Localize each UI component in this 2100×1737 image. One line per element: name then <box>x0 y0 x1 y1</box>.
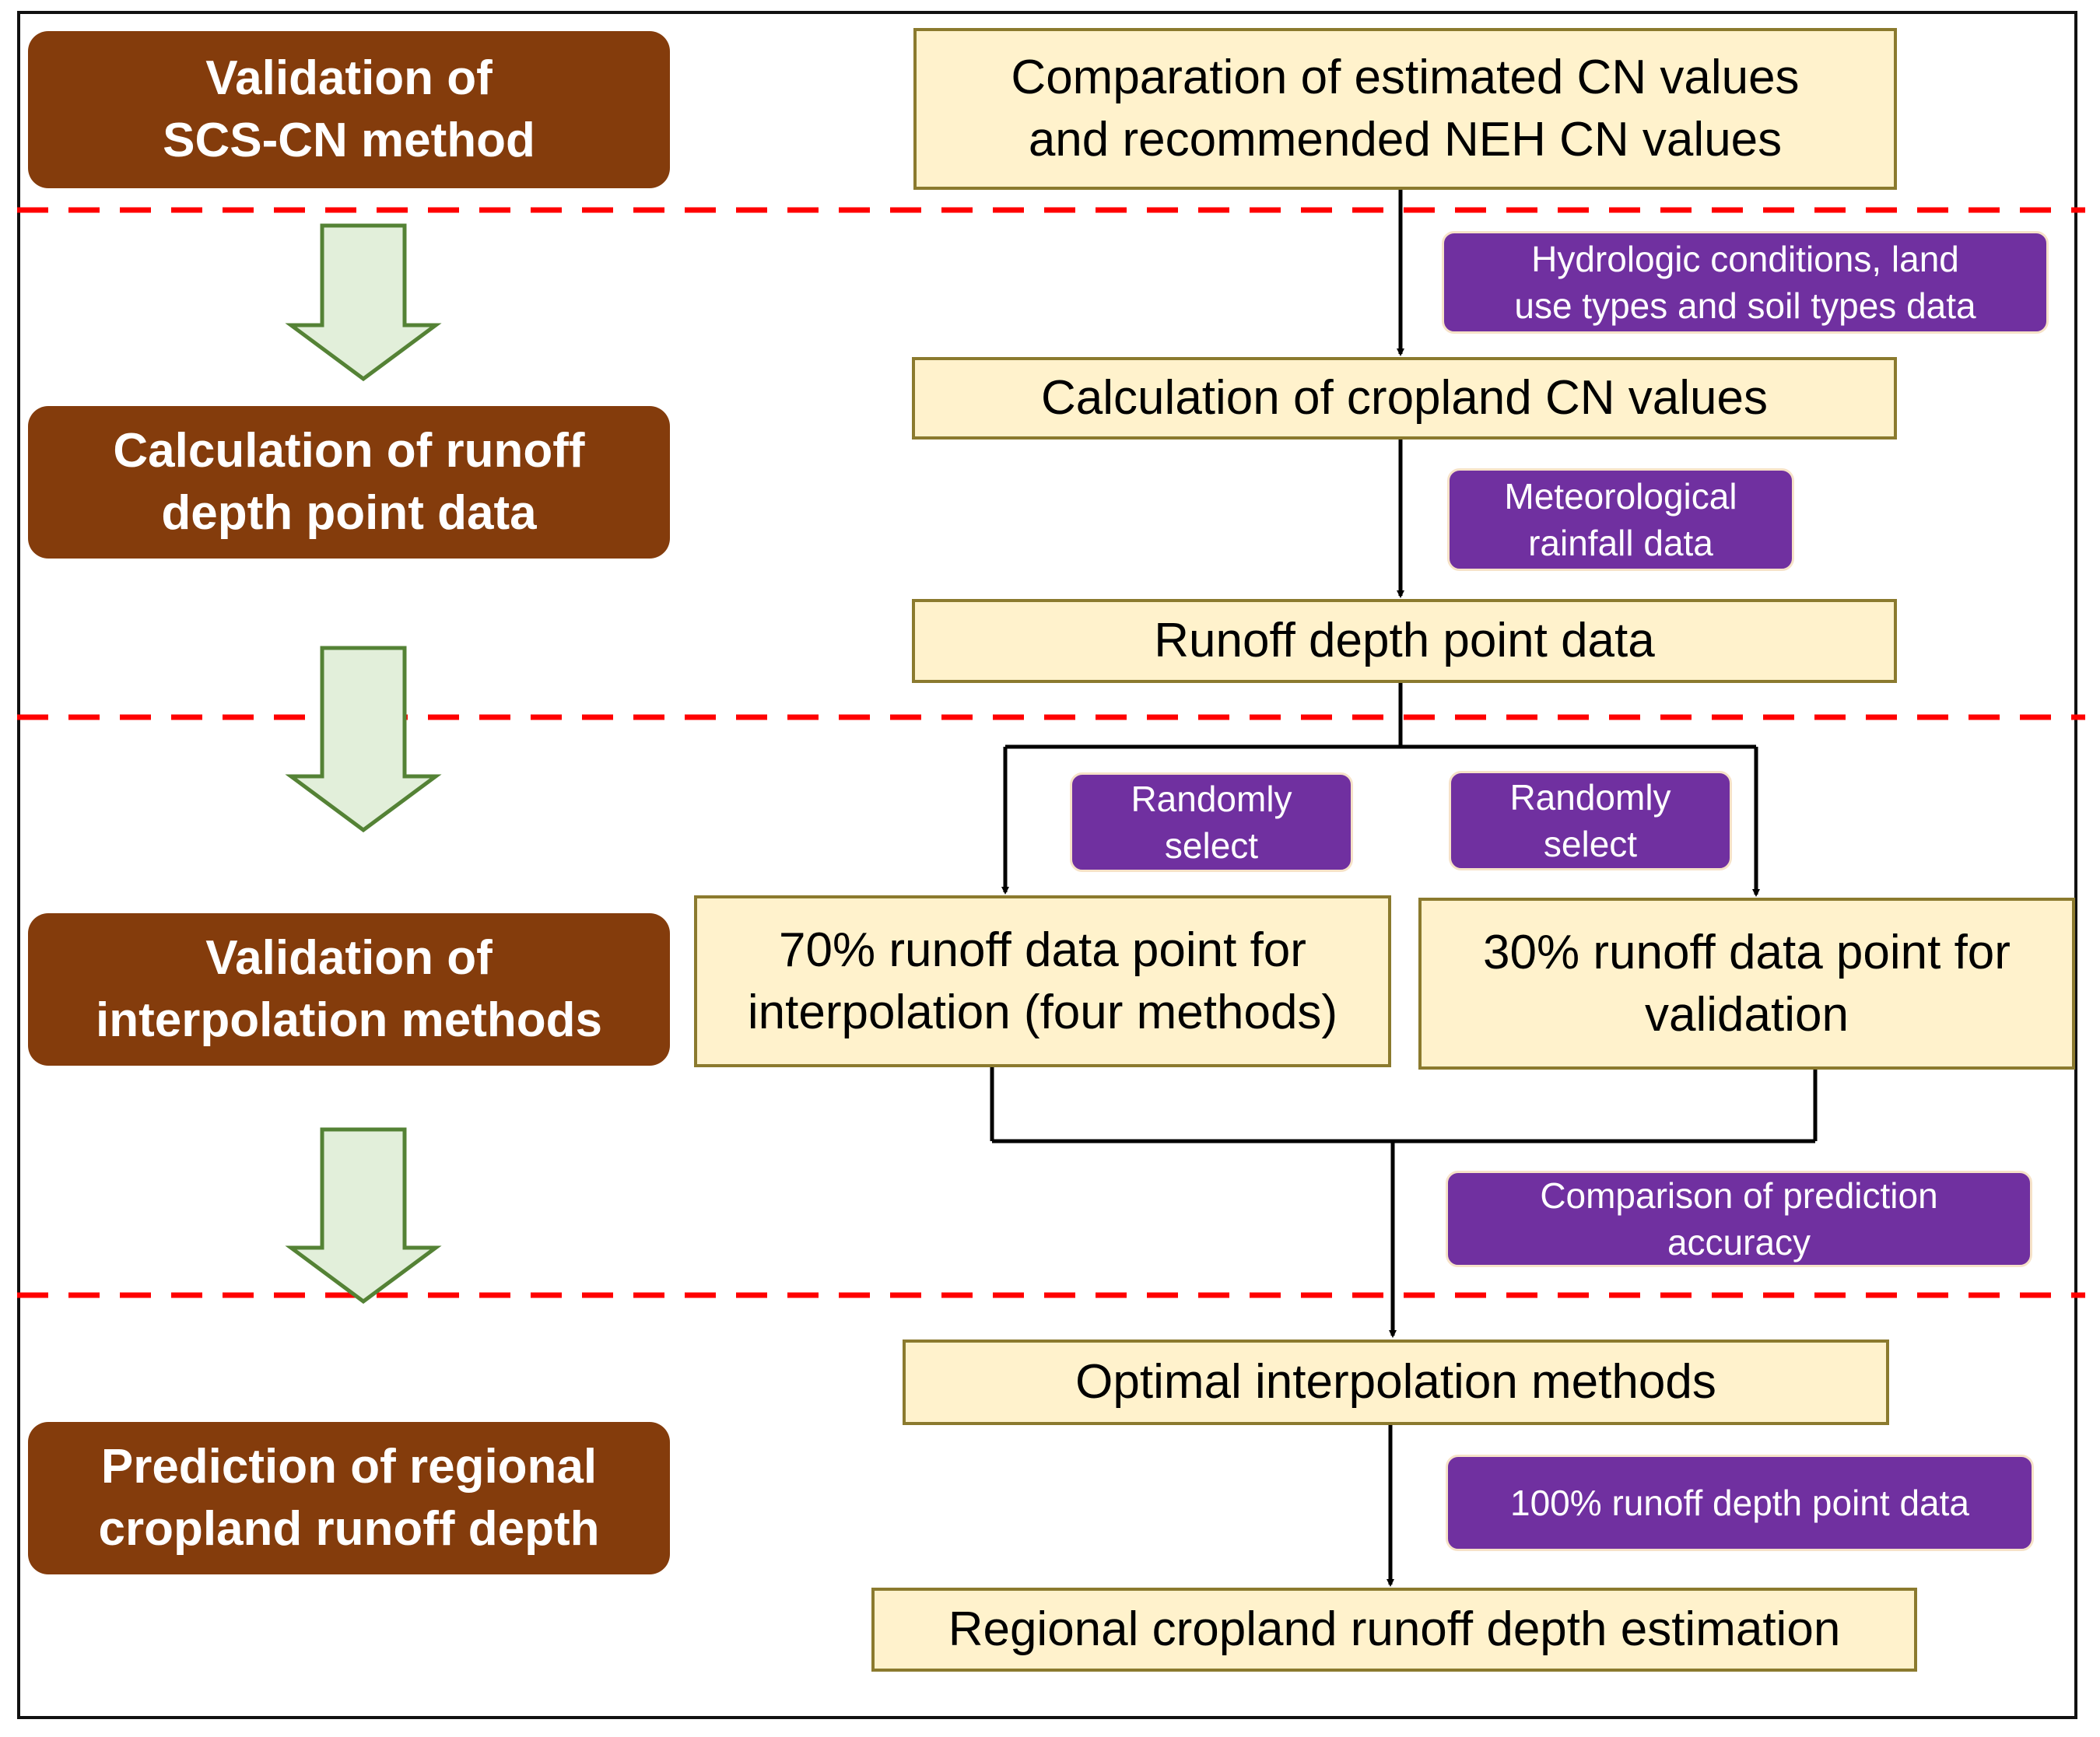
stage-label-line: cropland runoff depth <box>98 1502 600 1556</box>
note-prediction-accuracy: Comparison of prediction accuracy <box>1446 1171 2032 1267</box>
down-arrow-icon <box>285 646 442 833</box>
stage-down-arrows <box>285 223 442 1305</box>
note-random-select-right: Randomly select <box>1449 771 1732 870</box>
stage-label-line: SCS-CN method <box>163 114 535 167</box>
process-optimal-methods: Optimal interpolation methods <box>903 1340 1889 1425</box>
note-rainfall-data: Meteorological rainfall data <box>1447 468 1794 571</box>
stage-label-line: Calculation of runoff <box>113 424 585 478</box>
diagram-frame <box>17 11 2077 1719</box>
note-hydrologic-data: Hydrologic conditions, land use types an… <box>1442 231 2049 334</box>
process-valid-30: 30% runoff data point for validation <box>1418 898 2075 1070</box>
process-text-line: interpolation (four methods) <box>747 985 1338 1039</box>
flow-connectors <box>990 190 1818 1587</box>
note-text-line: Randomly <box>1509 777 1671 818</box>
stage-label-line: Validation of <box>205 931 493 985</box>
note-text-line: Meteorological <box>1504 476 1737 517</box>
note-text-line: use types and soil types data <box>1514 285 1976 326</box>
stage-validation-scs-cn: Validation of SCS-CN method <box>28 31 670 188</box>
process-runoff-point-data: Runoff depth point data <box>912 599 1897 683</box>
process-interp-70: 70% runoff data point for interpolation … <box>694 895 1391 1067</box>
process-comparation-cn: Comparation of estimated CN values and r… <box>913 28 1897 190</box>
process-text-line: Comparation of estimated CN values <box>1011 51 1800 104</box>
down-arrow-icon <box>285 223 442 382</box>
note-text-line: 100% runoff depth point data <box>1510 1483 1969 1523</box>
process-text-line: Regional cropland runoff depth estimatio… <box>948 1602 1841 1656</box>
note-text-line: rainfall data <box>1528 523 1713 563</box>
process-text-line: validation <box>1645 987 1849 1042</box>
process-text-line: Runoff depth point data <box>1154 614 1655 667</box>
stage-label-line: Validation of <box>205 51 493 105</box>
note-text-line: accuracy <box>1667 1222 1811 1262</box>
down-arrow-icon <box>285 1127 442 1305</box>
note-random-select-left: Randomly select <box>1070 772 1353 872</box>
stage-label-line: depth point data <box>161 486 537 540</box>
stage-prediction-regional: Prediction of regional cropland runoff d… <box>28 1422 670 1574</box>
note-text-line: select <box>1164 825 1259 866</box>
note-text-line: Randomly <box>1131 779 1292 819</box>
stage-calculation-runoff-points: Calculation of runoff depth point data <box>28 406 670 559</box>
process-text-line: and recommended NEH CN values <box>1028 113 1783 166</box>
process-text-line: Optimal interpolation methods <box>1075 1355 1716 1409</box>
process-text-line: 70% runoff data point for <box>779 923 1306 977</box>
stage-label-line: interpolation methods <box>96 993 602 1047</box>
process-regional-estimation: Regional cropland runoff depth estimatio… <box>871 1588 1917 1672</box>
note-text-line: select <box>1543 824 1638 864</box>
process-calc-cropland-cn: Calculation of cropland CN values <box>912 357 1897 440</box>
process-text-line: 30% runoff data point for <box>1483 925 2011 979</box>
process-text-line: Calculation of cropland CN values <box>1041 371 1768 425</box>
note-full-runoff-data: 100% runoff depth point data <box>1446 1455 2034 1551</box>
stage-label-line: Prediction of regional <box>100 1440 598 1494</box>
note-text-line: Hydrologic conditions, land <box>1531 239 1959 279</box>
stage-dividers <box>17 207 2085 1298</box>
stage-validation-interpolation: Validation of interpolation methods <box>28 913 670 1066</box>
note-text-line: Comparison of prediction <box>1540 1175 1938 1216</box>
